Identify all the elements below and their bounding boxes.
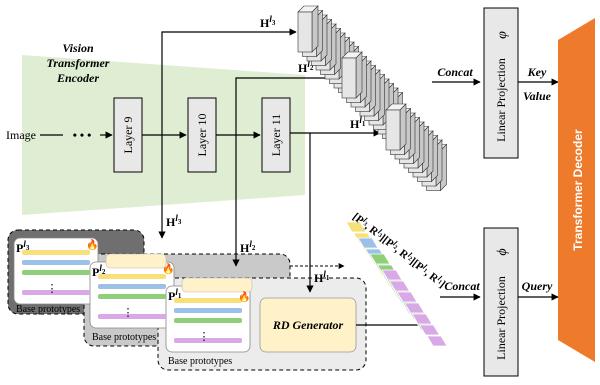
prototype-bar xyxy=(98,274,166,279)
linear-projection-bottom-label: Linear Projection xyxy=(494,276,508,360)
cube-front xyxy=(386,110,400,150)
svg-text:Hl3: Hl3 xyxy=(260,14,276,30)
encoder-title-line-2: Transformer xyxy=(47,56,110,70)
cube-front xyxy=(298,12,312,52)
base-prototypes-caption-l1: Base prototypes xyxy=(168,356,232,367)
flame-icon: 🔥 xyxy=(238,290,250,303)
prototype-bar xyxy=(98,284,166,289)
prototype-bar xyxy=(22,260,90,265)
prototype-bar xyxy=(98,294,166,299)
svg-text:Hl3: Hl3 xyxy=(166,213,182,229)
cube-side xyxy=(400,104,406,150)
transformer-decoder-label: Transformer Decoder xyxy=(571,129,585,251)
flame-icon: 🔥 xyxy=(86,238,98,251)
stack-segment xyxy=(427,336,447,346)
encoder-title-line-3: Encoder xyxy=(56,71,99,85)
stack-segment xyxy=(412,314,432,324)
rd-ghost-l2 xyxy=(182,278,252,292)
feature-map-stacks xyxy=(298,6,447,191)
feature-map-l1 xyxy=(386,104,447,191)
prototype-bar xyxy=(22,270,90,275)
layer-11-label: Layer 11 xyxy=(269,114,283,157)
linear-projection-top-label: Linear Projection xyxy=(494,58,508,142)
concat-bottom-label: Concat xyxy=(444,279,480,293)
cube-side xyxy=(312,6,318,52)
cube-front xyxy=(342,58,356,98)
base-prototypes-caption-l3: Base prototypes xyxy=(16,304,80,315)
encoder-title-line-1: Vision xyxy=(62,41,94,55)
phi-symbol-bottom: ϕ xyxy=(495,248,510,255)
image-input-label: Image xyxy=(6,128,36,142)
svg-text:Hl2: Hl2 xyxy=(240,239,256,255)
layer-9-label: Layer 9 xyxy=(121,117,135,154)
prototype-bar xyxy=(22,250,90,255)
rd-generator-label: RD Generator xyxy=(272,318,344,332)
phi-symbol-top: φ xyxy=(495,31,510,39)
prototype-bar xyxy=(174,318,242,323)
base-prototypes-caption-l2: Base prototypes xyxy=(92,332,156,343)
layer-10-label: Layer 10 xyxy=(195,114,209,157)
h-l3-top-label: Hl3 xyxy=(260,14,276,30)
prototype-bar xyxy=(174,308,242,313)
h-l3-bottom-label: Hl3 xyxy=(166,213,182,229)
stack-segment xyxy=(420,325,440,335)
prototype-bar xyxy=(174,298,242,303)
h-l2-bottom-label: Hl2 xyxy=(240,239,256,255)
rd-ghost-l3 xyxy=(106,254,166,268)
ellipsis-icon: ⋮ xyxy=(47,283,58,295)
flame-icon: 🔥 xyxy=(162,262,174,275)
value-label: Value xyxy=(523,89,552,103)
cube-side xyxy=(356,52,362,98)
ellipsis-icon: ⋮ xyxy=(123,307,134,319)
h-l1-top-label: Hl1 xyxy=(350,115,366,131)
svg-text:Hl1: Hl1 xyxy=(350,115,366,131)
ellipsis-icon: ⋮ xyxy=(199,331,210,343)
key-label: Key xyxy=(527,65,547,79)
ellipsis-dots: • • • xyxy=(73,128,92,142)
query-label: Query xyxy=(522,279,553,293)
stack-segment xyxy=(358,238,378,248)
concat-top-label: Concat xyxy=(437,65,473,79)
